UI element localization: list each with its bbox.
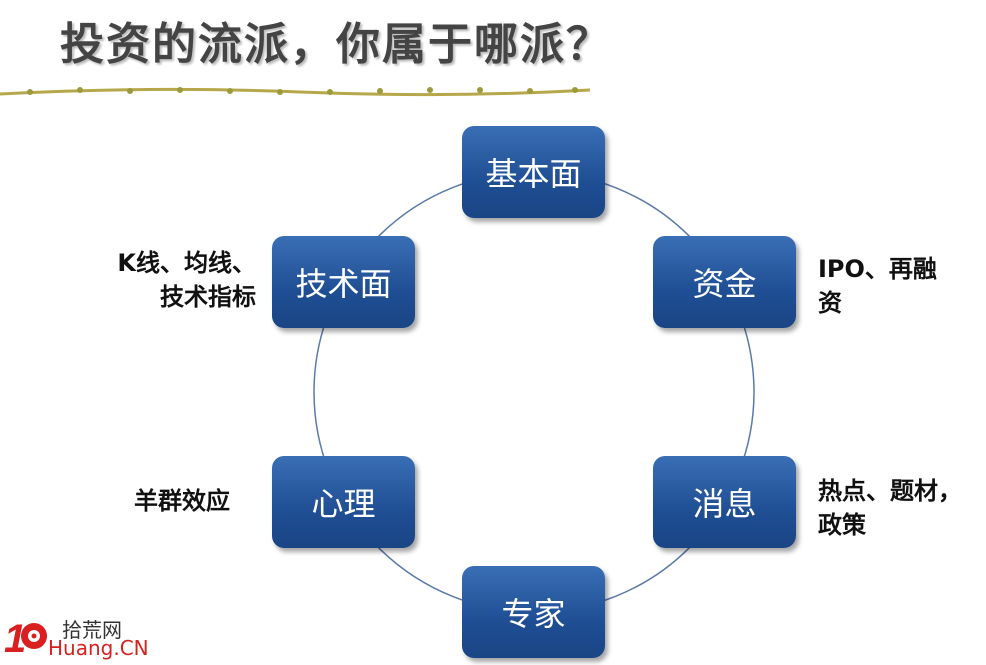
node-capital: 资金 [653,236,796,328]
note-news: 热点、题材， 政策 [818,474,962,542]
logo-mark: 1 [4,617,47,658]
svg-text:1: 1 [4,617,26,658]
note-line: 羊群效应 [134,487,230,515]
note-psychology: 羊群效应 [134,484,230,518]
note-line: 资 [818,289,842,317]
logo-cn-text: 拾荒网 [62,618,122,642]
note-line: K线、均线、 [117,249,256,277]
node-expert: 专家 [462,566,605,658]
note-technical: K线、均线、 技术指标 [100,246,256,314]
slide-title: 投资的流派，你属于哪派？ [60,19,612,70]
note-line: 政策 [818,511,866,539]
node-news: 消息 [653,456,796,548]
node-technical: 技术面 [272,236,415,328]
vine-divider [0,87,591,97]
note-line: 技术指标 [160,283,256,311]
note-line: IPO、再融 [818,255,937,283]
note-line: 热点、题材， [818,477,962,505]
logo-en-text: Huang.CN [48,636,149,660]
node-psychology: 心理 [272,456,415,548]
note-capital: IPO、再融 资 [818,252,937,320]
node-fundamental: 基本面 [462,126,605,218]
